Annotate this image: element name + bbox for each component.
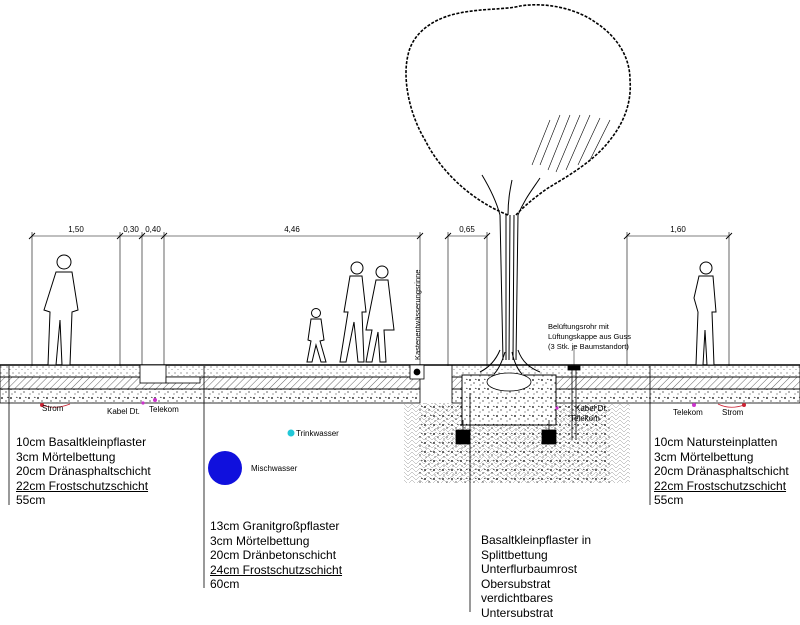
vent-label-3: (3 Stk. je Baumstandort) [548,342,629,351]
pedestrian-left-icon [43,254,79,366]
legend-tree-line-5: verdichtbares [481,591,554,605]
legend-tree-line-3: Unterflurbaumrost [481,562,578,576]
legend-left-line-1: 10cm Basaltkleinpflaster [16,435,147,449]
pedestrian-group-icon [306,261,395,363]
vent-label-2: Lüftungskappe aus Guss [548,332,631,341]
utility-telekom-tree: Telekom [570,414,600,423]
legend-left-line-2: 3cm Mörtelbettung [16,449,116,464]
legend-middle-line-3: 20cm Dränbetonschicht [210,548,337,562]
legend-middle-line-2: 3cm Mörtelbettung [210,533,310,548]
legend-left: 10cm Basaltkleinpflaster 3cm Mörtelbettu… [16,435,151,508]
dimension-label-2: 0,30 [123,225,139,234]
legend-middle-line-4: 24cm Frostschutzschicht [210,562,343,577]
utility-kabel-tree: Kabel Dt. [575,404,608,413]
legend-middle-total: 60cm [210,577,240,591]
tree-pit [404,345,630,483]
dimension-label-5: 0,65 [459,225,475,234]
dimension-label-6: 1,60 [670,225,686,234]
legend-right-line-3: 20cm Dränasphaltschicht [654,464,789,478]
dimension-chain [28,232,733,366]
utility-telekom-left: Telekom [149,405,179,414]
legend-middle: 13cm Granitgroßpflaster 3cm Mörtelbettun… [210,519,342,592]
legend-tree-line-6: Untersubstrat [481,605,554,620]
dimension-label-4: 4,46 [284,225,300,234]
utility-strom-right: Strom [722,408,744,417]
pedestrian-right-icon [693,261,717,366]
mischwasser-pipe-icon [208,451,242,485]
utility-strom-left: Strom [42,404,64,413]
legend-left-line-4: 22cm Frostschutzschicht [16,478,149,493]
trinkwasser-pipe-icon [287,429,295,437]
legend-leaders [8,366,651,612]
legend-right-line-1: 10cm Natursteinplatten [654,435,778,449]
trinkwasser-label: Trinkwasser [296,429,339,438]
legend-middle-line-1: 13cm Granitgroßpflaster [210,519,340,533]
dimension-label-1: 1,50 [68,225,84,234]
pavement-section [0,364,800,404]
dimension-label-3: 0,40 [145,225,161,234]
legend-right-line-4: 22cm Frostschutzschicht [654,478,787,493]
utility-telekom-right: Telekom [673,408,703,417]
legend-tree: Basaltkleinpflaster in Splittbettung Unt… [481,533,591,620]
mischwasser-label: Mischwasser [251,464,298,473]
tree-icon [405,3,632,375]
legend-left-total: 55cm [16,493,46,507]
drain-label: Kastenentwässerungsrinne [413,270,422,360]
legend-tree-line-1: Basaltkleinpflaster in [481,533,592,547]
legend-left-line-3: 20cm Dränasphaltschicht [16,464,151,478]
legend-right: 10cm Natursteinplatten 3cm Mörtelbettung… [654,435,789,508]
utility-markers [40,398,746,410]
legend-tree-line-2: Splittbettung [481,547,548,562]
legend-tree-line-4: Obersubstrat [481,576,551,591]
vent-label-1: Belüftungsrohr mit [548,322,610,331]
legend-right-total: 55cm [654,493,684,507]
utility-kabel-left: Kabel Dt. [107,407,140,416]
legend-right-line-2: 3cm Mörtelbettung [654,449,754,464]
